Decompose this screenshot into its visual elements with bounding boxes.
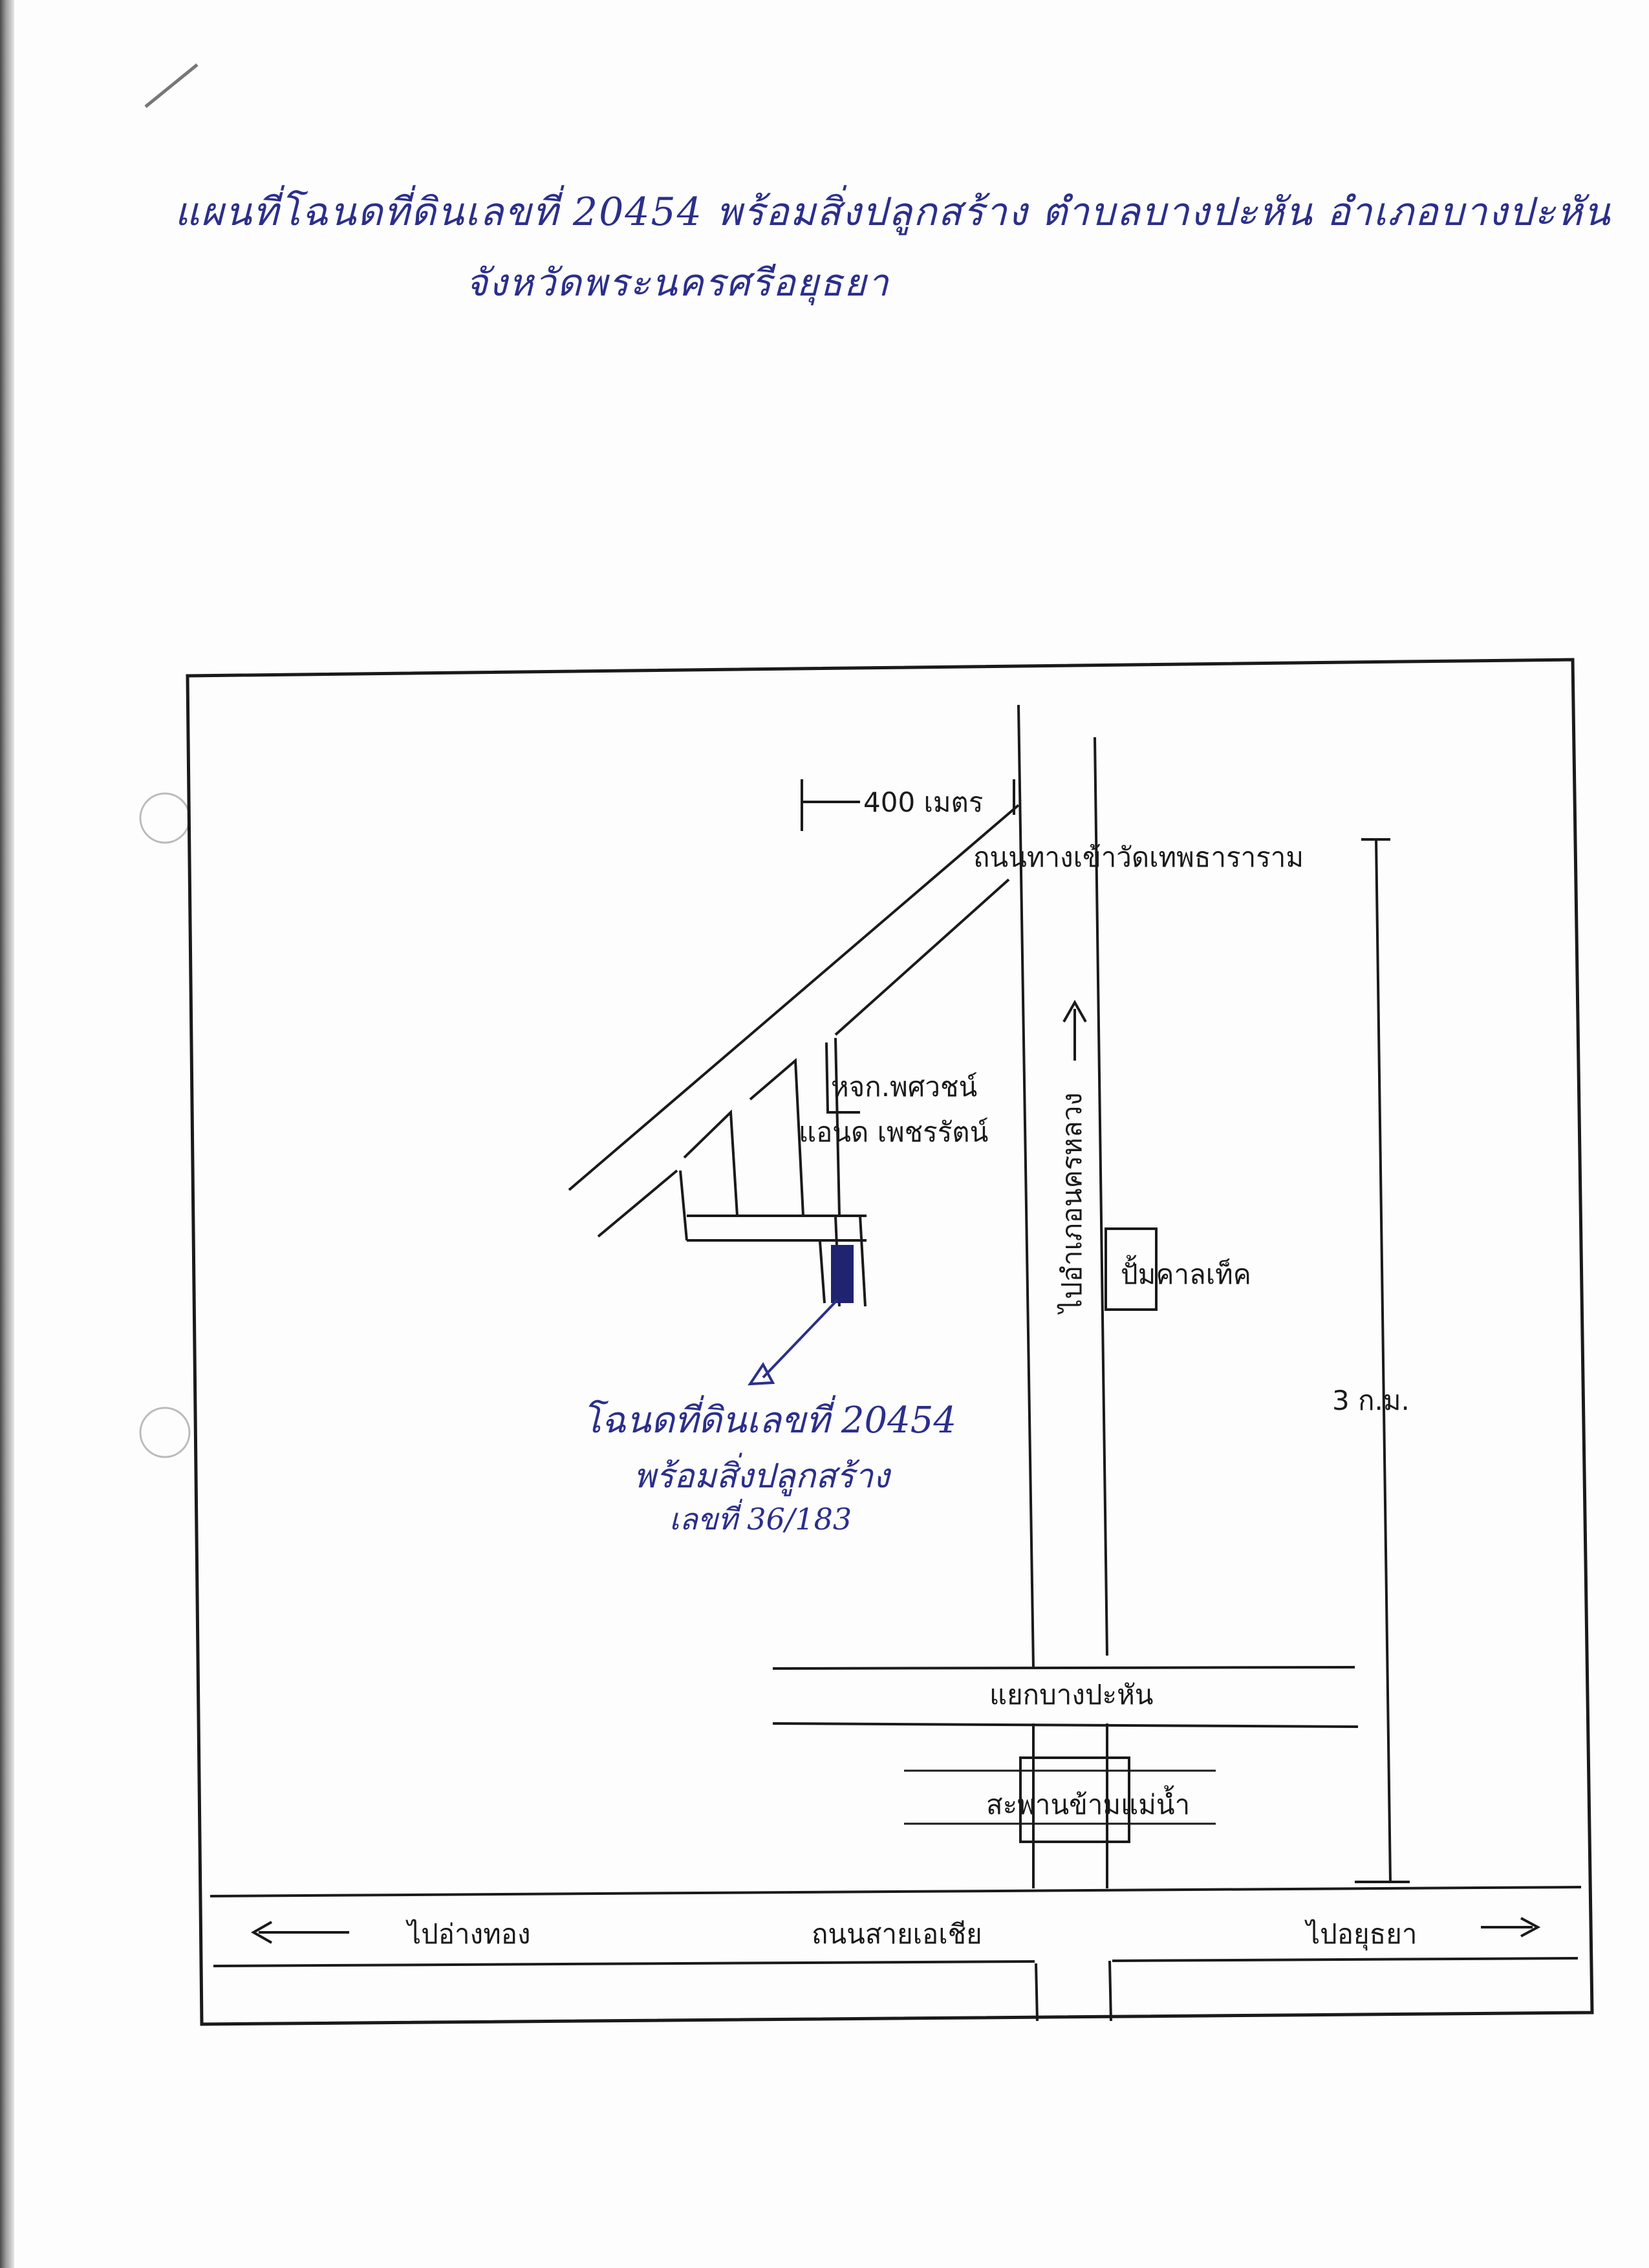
to-ayutthaya-label: ไปอยุธยา — [1304, 1918, 1417, 1951]
shop-lots — [679, 1037, 867, 1307]
staple-mark — [144, 63, 199, 108]
deed-label-line2: พร้อมสิ่งปลูกสร้าง — [634, 1453, 892, 1496]
punch-hole-top — [139, 792, 191, 844]
west-arrow-icon — [250, 1921, 272, 1944]
title-line-1: แผนที่โฉนดที่ดินเลขที่ 20454 พร้อมสิ่งปล… — [175, 189, 1611, 235]
junction-road-north-edge — [772, 1666, 1355, 1670]
north-arrow-icon — [1062, 999, 1087, 1022]
main-road-east-edge — [1094, 737, 1108, 1656]
east-arrow-icon — [1520, 1917, 1541, 1938]
pump-label: ปั้มคาลเท็ค — [1121, 1255, 1251, 1290]
deed-label-line1: โฉนดที่ดินเลขที่ 20454 — [582, 1395, 956, 1442]
deed-plot-marker — [831, 1245, 854, 1303]
bridge-label: สะพานข้ามแม่น้ำ — [986, 1785, 1190, 1820]
punch-hole-bottom — [139, 1407, 191, 1458]
temple-road-south-edge-a — [597, 1169, 678, 1238]
road-label-nakhon-luang: ไปอำเภอนครหลวง — [1056, 1092, 1088, 1315]
junction-road-south-edge — [772, 1722, 1359, 1728]
bridge-box — [1019, 1756, 1130, 1843]
deed-pointer-arrowhead — [748, 1362, 775, 1386]
deed-label-line3: เลขที่ 36/183 — [669, 1498, 852, 1537]
asia-road-label: ถนนสายเอเชีย — [812, 1918, 982, 1950]
asia-road-north-edge — [210, 1886, 1582, 1897]
binding-edge — [0, 0, 14, 2268]
title-line-2: จังหวัดพระนครศรีอยุธยา — [466, 261, 890, 305]
junction-label: แยกบางปะหัน — [989, 1679, 1153, 1711]
map-frame — [186, 658, 1594, 2026]
south-road-east-edge — [1108, 1960, 1112, 2022]
shop-label-line1: หจก.พศวชน์ — [831, 1071, 977, 1103]
asia-road-south-edge-west — [213, 1960, 1035, 1967]
shop-label-line2: แอนด เพชรรัตน์ — [799, 1116, 988, 1148]
pump-box — [1105, 1227, 1158, 1311]
distance-measure-line — [1375, 839, 1392, 1883]
south-road-west-edge — [1035, 1963, 1039, 2022]
deed-pointer-line — [762, 1299, 839, 1379]
to-angthong-label: ไปอ่างทอง — [405, 1918, 531, 1950]
temple-road-north-edge — [568, 804, 1020, 1191]
main-road-west-edge — [1017, 704, 1035, 1669]
scale-label: 400 เมตร — [863, 786, 983, 818]
asia-road-south-edge-east — [1112, 1957, 1579, 1962]
distance-label: 3 ก.ม. — [1332, 1385, 1410, 1416]
temple-road-south-edge-b — [834, 878, 1010, 1036]
road-label-temple: ถนนทางเข้าวัดเทพธาราราม — [973, 841, 1304, 873]
